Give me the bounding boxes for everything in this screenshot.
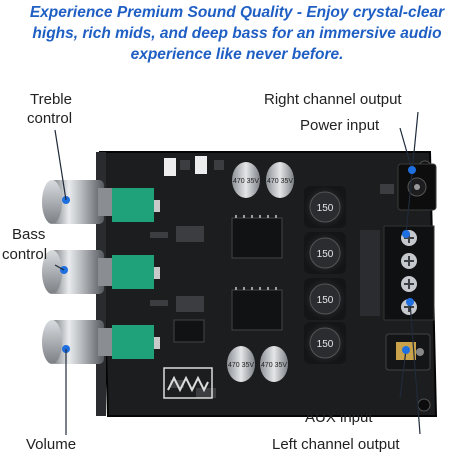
treble-knob bbox=[42, 180, 112, 224]
inductor-label-2: 150 bbox=[317, 249, 334, 260]
inductors: 150 150 150 150 bbox=[304, 186, 346, 364]
bottom-capacitors: 470 35V 470 35V bbox=[227, 346, 288, 382]
bass-knob bbox=[42, 250, 112, 294]
power-jack bbox=[380, 163, 437, 211]
cap-bottom-right-label: 470 35V bbox=[261, 362, 287, 369]
potentiometer-bodies bbox=[112, 188, 160, 359]
treble-label-line1: Treble bbox=[30, 91, 72, 108]
treble-label-line2: control bbox=[27, 110, 73, 127]
headline-line-1: Experience Premium Sound Quality - Enjoy… bbox=[29, 4, 445, 21]
headline: Experience Premium Sound Quality - Enjoy… bbox=[0, 2, 474, 65]
inductor-label-3: 150 bbox=[317, 295, 334, 306]
inductor-label-4: 150 bbox=[317, 339, 334, 350]
cap-bottom-left-label: 470 35V bbox=[228, 362, 254, 369]
bass-label-line1: Bass bbox=[12, 226, 46, 243]
bass-label-line2: control bbox=[2, 246, 48, 263]
aux-input-label: AUX input bbox=[305, 409, 373, 426]
inductor-label-1: 150 bbox=[317, 203, 334, 214]
amplifier-chips bbox=[173, 215, 283, 343]
left-channel-output-label: Left channel output bbox=[272, 436, 400, 453]
headline-line-3: experience like never before. bbox=[130, 46, 344, 63]
volume-label: Volume bbox=[26, 436, 77, 453]
callout-lines bbox=[54, 111, 421, 435]
right-channel-output-label: Right channel output bbox=[264, 91, 402, 108]
speaker-terminal-block bbox=[360, 225, 435, 321]
headline-line-2: highs, rich mids, and deep bass for an i… bbox=[32, 25, 442, 42]
board-logo bbox=[163, 367, 213, 399]
smd-components bbox=[150, 156, 224, 398]
callout-dots bbox=[402, 166, 416, 354]
cap-top-right-label: 470 35V bbox=[267, 178, 293, 185]
volume-knob bbox=[42, 320, 112, 364]
cap-top-left-label: 470 35V bbox=[233, 178, 259, 185]
top-capacitors: 470 35V 470 35V bbox=[232, 162, 294, 198]
power-input-label: Power input bbox=[300, 117, 380, 134]
